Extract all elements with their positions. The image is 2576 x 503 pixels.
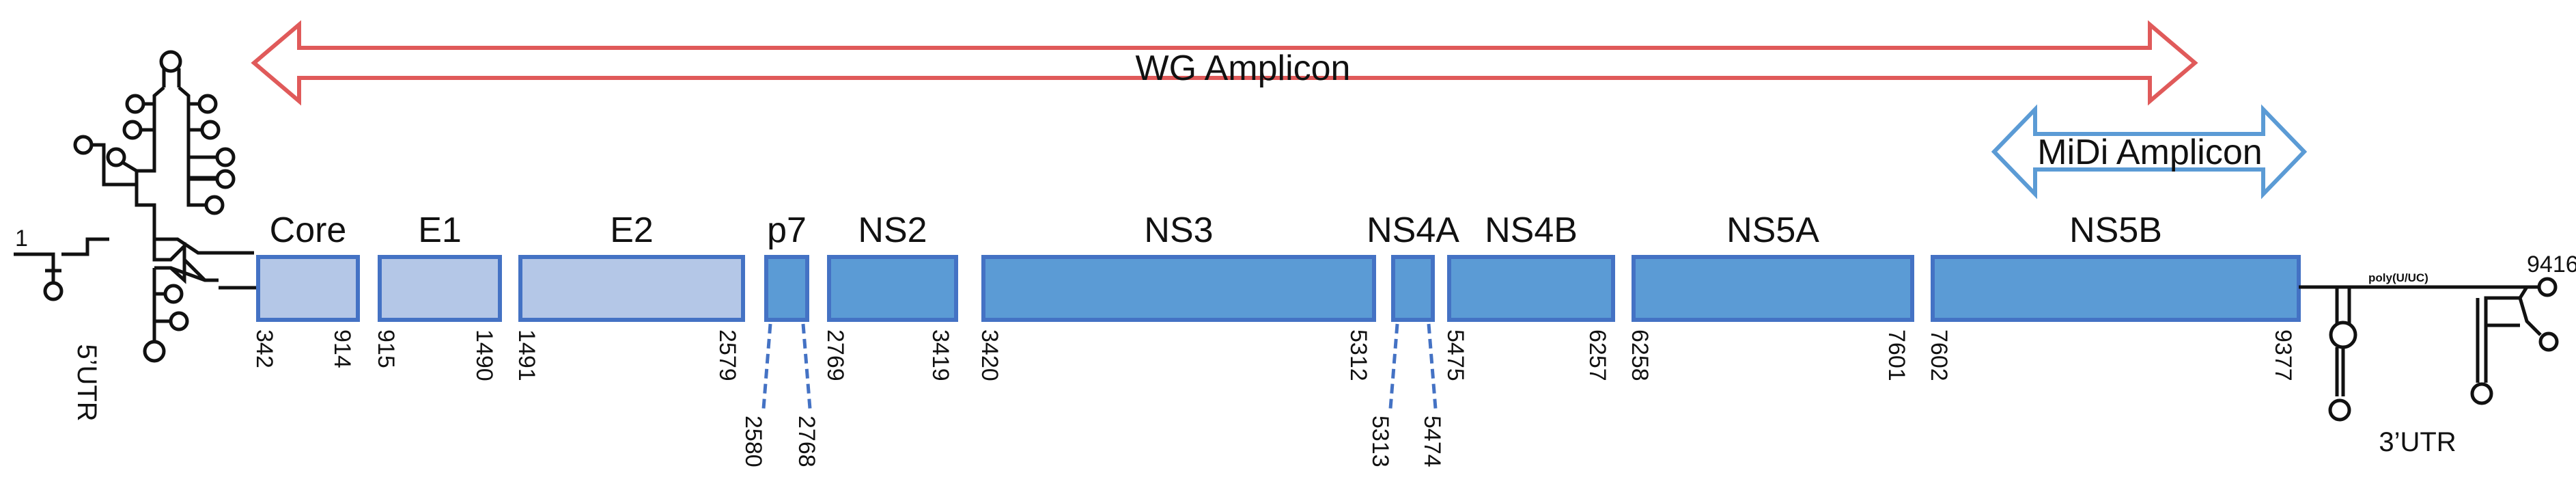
- gene-start-ns5a: 6258: [1627, 329, 1653, 381]
- gene-ns4a: NS4A 5313 5474: [1367, 210, 1459, 467]
- gene-end-ns3: 5312: [1345, 329, 1371, 381]
- midi-amplicon-arrow: [1991, 104, 2308, 200]
- wg-amplicon: WG Amplicon: [251, 20, 2198, 106]
- gene-start-ns4b: 5475: [1442, 329, 1468, 381]
- leader-end-p7: [801, 323, 812, 409]
- gene-core: Core 342 914: [251, 210, 360, 368]
- gene-label-ns4a: NS4A: [1367, 210, 1459, 250]
- gene-box-p7: [764, 255, 809, 322]
- utr3-label: 3’UTR: [2379, 427, 2456, 457]
- gene-end-ns4a: 5474: [1419, 416, 1445, 467]
- gene-end-ns5a: 7601: [1884, 329, 1909, 381]
- gene-ns5a: NS5A 6258 7601: [1627, 210, 1914, 381]
- gene-ns4b: NS4B 5475 6257: [1442, 210, 1615, 381]
- gene-end-ns5b: 9377: [2270, 329, 2296, 381]
- leader-end-ns4a: [1427, 323, 1438, 409]
- midi-amplicon: MiDi Amplicon: [1991, 104, 2308, 200]
- gene-label-p7: p7: [767, 210, 807, 250]
- gene-box-core: [256, 255, 360, 322]
- gene-box-ns2: [827, 255, 958, 322]
- gene-end-ns4b: 6257: [1584, 329, 1610, 381]
- gene-end-p7: 2768: [794, 416, 820, 467]
- gene-box-ns4b: [1447, 255, 1615, 322]
- poly-tract-label: poly(U/UC): [2368, 271, 2428, 284]
- gene-start-ns4a: 5313: [1367, 416, 1393, 467]
- gene-start-e2: 1491: [514, 329, 540, 381]
- utr5-structure: [14, 50, 254, 363]
- gene-start-ns3: 3420: [977, 329, 1003, 381]
- wg-amplicon-label: WG Amplicon: [1136, 49, 1351, 88]
- utr5-label: 5’UTR: [72, 344, 102, 421]
- gene-label-ns5a: NS5A: [1726, 210, 1819, 250]
- gene-e1: E1 915 1490: [373, 210, 502, 381]
- genome-start-label: 1: [15, 226, 28, 252]
- gene-end-ns2: 3419: [927, 329, 953, 381]
- leader-start-ns4a: [1388, 323, 1399, 409]
- wg-amplicon-arrow: [251, 20, 2198, 106]
- gene-end-e1: 1490: [471, 329, 497, 381]
- gene-p7: p7 2580 2768: [740, 210, 820, 467]
- gene-label-ns4b: NS4B: [1485, 210, 1578, 250]
- gene-boxes: Core 342 914 E1 915 1490 E2 1491 2579 p7 2580 2768 N…: [219, 210, 2312, 467]
- gene-start-e1: 915: [373, 329, 399, 368]
- gene-box-ns5b: [1931, 255, 2301, 322]
- gene-label-ns2: NS2: [858, 210, 927, 250]
- gene-label-ns3: NS3: [1144, 210, 1213, 250]
- gene-start-ns2: 2769: [822, 329, 848, 381]
- gene-e2: E2 1491 2579: [514, 210, 745, 381]
- gene-label-e1: E1: [418, 210, 462, 250]
- gene-ns5b: NS5B 7602 9377: [1926, 210, 2301, 381]
- gene-end-core: 914: [329, 329, 355, 368]
- utr3-structure: [2310, 277, 2559, 422]
- gene-end-e2: 2579: [714, 329, 740, 381]
- gene-box-ns4a: [1391, 255, 1435, 322]
- midi-amplicon-label: MiDi Amplicon: [2037, 133, 2262, 172]
- gene-label-e2: E2: [610, 210, 654, 250]
- gene-ns3: NS3 3420 5312: [977, 210, 1376, 381]
- gene-start-p7: 2580: [740, 416, 766, 467]
- gene-start-core: 342: [251, 329, 277, 368]
- gene-label-core: Core: [270, 210, 347, 250]
- gene-ns2: NS2 2769 3419: [822, 210, 958, 381]
- gene-label-ns5b: NS5B: [2069, 210, 2162, 250]
- gene-box-ns5a: [1632, 255, 1914, 322]
- gene-start-ns5b: 7602: [1926, 329, 1952, 381]
- leader-start-p7: [761, 323, 772, 409]
- gene-box-e2: [518, 255, 745, 322]
- gene-box-e1: [378, 255, 502, 322]
- gene-box-ns3: [981, 255, 1376, 322]
- genome-end-label: 9416: [2527, 252, 2576, 277]
